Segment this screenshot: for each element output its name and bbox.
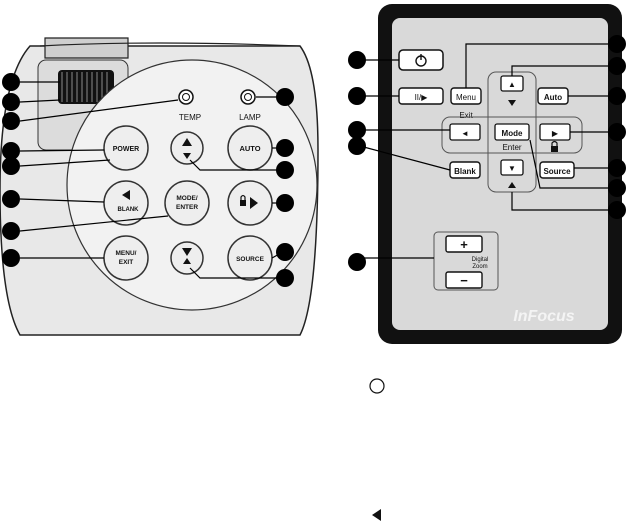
remote-callout-dots (348, 35, 626, 271)
freeze-play-icon: II/▶ (415, 93, 429, 102)
temp-label: TEMP (179, 113, 201, 122)
right-arrow-icon: ▶ (552, 129, 559, 138)
source-button[interactable]: SOURCE (227, 235, 273, 281)
zoom-out-button[interactable]: − (445, 271, 483, 289)
remote-freeze-button[interactable]: II/▶ (398, 87, 444, 105)
lamp-label: LAMP (239, 113, 261, 122)
enter-label: ENTER (176, 204, 198, 211)
minus-icon: − (460, 273, 468, 288)
remote-enter-label: Enter (502, 143, 521, 152)
remote-source-label: Source (543, 167, 571, 176)
mode-label: MODE/ (176, 195, 198, 202)
remote-right-button[interactable]: ▶ (539, 123, 571, 141)
lamp-indicator (240, 89, 256, 105)
remote-menu-label: Menu (456, 93, 476, 102)
remote-menu-button[interactable]: Menu (450, 87, 482, 105)
keystone-up-icon (508, 182, 516, 188)
lock-icon (240, 200, 246, 206)
remote-source-button[interactable]: Source (539, 161, 575, 179)
remote-blank-label: Blank (454, 167, 476, 176)
projector-panel: TEMP LAMP POWER AUTO BLANK MODE/ ENTER (0, 37, 319, 336)
remote-power-button[interactable] (398, 49, 444, 71)
digital-label: Digital (472, 257, 489, 263)
zoom-label: Zoom (472, 264, 487, 270)
remote-mode-button[interactable]: Mode (494, 123, 530, 141)
remote-left-button[interactable]: ◄ (449, 123, 481, 141)
remote-up-button[interactable]: ▲ (500, 75, 524, 92)
menu-label: MENU/ (116, 250, 137, 257)
zoom-group-outline (433, 231, 499, 291)
remote-down-button[interactable]: ▼ (500, 159, 524, 176)
zoom-in-button[interactable]: + (445, 235, 483, 253)
temp-indicator (178, 89, 194, 105)
menu-exit-button[interactable]: MENU/ EXIT (103, 235, 149, 281)
plus-icon: + (460, 237, 468, 252)
projector-callout-dots (2, 73, 294, 287)
remote-lock-icon (551, 140, 558, 152)
power-label: POWER (113, 146, 139, 153)
keystone-down-icon (508, 100, 516, 106)
remote-mode-label: Mode (502, 129, 523, 138)
exit-label: EXIT (119, 259, 133, 266)
mode-enter-button[interactable]: MODE/ ENTER (164, 180, 210, 226)
auto-label: AUTO (239, 144, 260, 153)
up-arrow-icon: ▲ (508, 80, 516, 89)
dpad-outline-horizontal (441, 116, 583, 154)
down-button[interactable] (170, 241, 204, 275)
remote-control: Menu Exit II/▶ ▲ Auto ◄ Mode Enter (348, 4, 626, 344)
remote-callout-lines (359, 43, 614, 259)
power-button[interactable]: POWER (103, 125, 149, 171)
remote-auto-button[interactable]: Auto (537, 87, 569, 105)
legend-left-arrow-icon (372, 509, 381, 521)
projector-callout-lines (19, 81, 284, 279)
legend-indicator-icon (369, 378, 385, 394)
left-arrow-icon: ◄ (461, 129, 469, 138)
brand-logo: InFocus (513, 308, 574, 325)
right-lock-button[interactable] (227, 180, 273, 226)
remote-auto-label: Auto (544, 93, 562, 102)
projector-lens-cover (44, 37, 129, 59)
source-label: SOURCE (236, 256, 264, 263)
left-blank-button[interactable]: BLANK (103, 180, 149, 226)
down-arrow-icon: ▼ (508, 164, 516, 173)
up-button[interactable] (170, 131, 204, 165)
remote-blank-button[interactable]: Blank (449, 161, 481, 179)
blank-label: BLANK (118, 207, 140, 213)
left-arrow-icon (122, 190, 130, 200)
remote-exit-label: Exit (459, 111, 473, 120)
right-arrow-icon (250, 197, 258, 209)
auto-button[interactable]: AUTO (227, 125, 273, 171)
